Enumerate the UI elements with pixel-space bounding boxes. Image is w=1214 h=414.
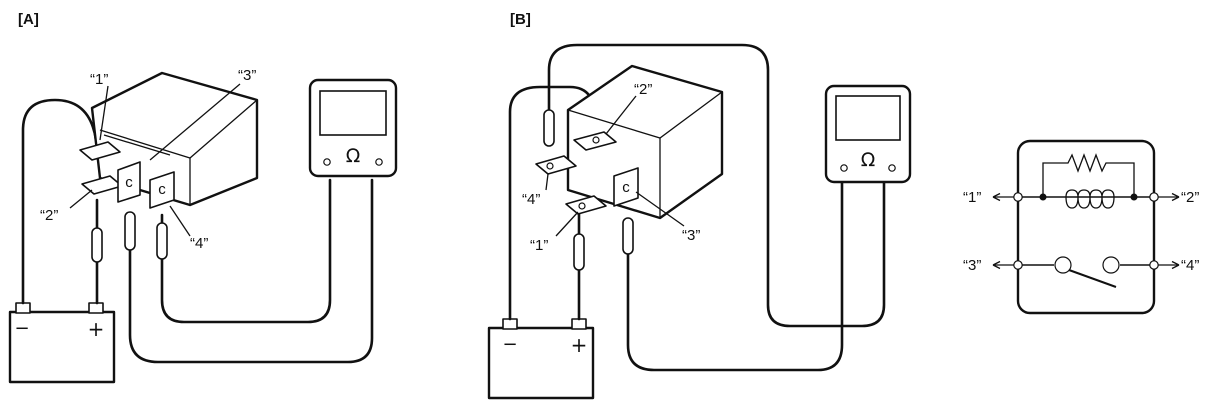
schematic-junction-right [1130, 193, 1138, 201]
panel-a-fuse-4 [156, 222, 168, 260]
panel-b-terminal-1 [565, 195, 607, 215]
relay-schematic: “1” “2” “3” “4” [963, 139, 1199, 315]
panel-b-ohm-symbol: Ω [861, 149, 876, 171]
schematic-label-2: “2” [1181, 189, 1199, 206]
svg-text:c: c [622, 179, 630, 196]
panel-b-label-2: “2” [634, 81, 652, 98]
schematic-switch-contact-left [1054, 256, 1072, 274]
schematic-terminal-1 [1013, 192, 1023, 202]
panel-a: [A] − + c c [8, 11, 398, 384]
panel-b-label-1: “1” [530, 237, 548, 254]
panel-a-battery-neg: − [14, 318, 29, 339]
panel-a-meter-wire-2 [160, 178, 332, 324]
panel-a-ohm-symbol: Ω [346, 145, 361, 167]
panel-a-meter-wire-1 [128, 178, 374, 364]
schematic-terminal-2 [1149, 192, 1159, 202]
schematic-label-1: “1” [963, 189, 981, 206]
panel-a-label-2: “2” [40, 207, 58, 224]
panel-b-terminal-3 [613, 167, 639, 207]
panel-b-battery: − + [487, 318, 595, 400]
panel-a-label-3: “3” [238, 67, 256, 84]
panel-b-fuse-pos [573, 233, 585, 271]
schematic-label-3: “3” [963, 257, 981, 274]
schematic-switch-contact-right [1102, 256, 1120, 274]
panel-a-fuse-pos [91, 227, 103, 263]
panel-a-ohmmeter: Ω [308, 78, 398, 178]
panel-a-label-4: “4” [190, 235, 208, 252]
schematic-resistor [1042, 153, 1135, 197]
panel-a-title: [A] [18, 11, 39, 28]
schematic-junction-left [1039, 193, 1047, 201]
panel-a-label-1: “1” [90, 71, 108, 88]
panel-a-terminal-4 [149, 171, 175, 209]
panel-b-fuse-top [543, 109, 555, 147]
panel-b: [B] − + c [487, 11, 912, 400]
panel-a-battery: − + [8, 302, 116, 384]
svg-text:c: c [158, 181, 166, 198]
panel-b-fuse-3 [622, 217, 634, 255]
panel-b-battery-pos: + [571, 333, 588, 357]
panel-b-meter-wire-2 [626, 176, 844, 372]
panel-b-label-3: “3” [682, 227, 700, 244]
panel-a-battery-pos: + [88, 317, 105, 341]
panel-a-terminal-3 [117, 161, 141, 203]
panel-b-loop-wire [547, 43, 886, 328]
panel-a-terminal-1 [79, 141, 121, 161]
svg-text:c: c [125, 174, 133, 191]
panel-b-relay [566, 64, 724, 220]
panel-a-neg-wire [21, 98, 98, 305]
schematic-label-4: “4” [1181, 257, 1199, 274]
schematic-box [1016, 139, 1156, 315]
schematic-switch-blade [1068, 269, 1117, 288]
schematic-terminal-3 [1013, 260, 1023, 270]
panel-b-title: [B] [510, 11, 531, 28]
panel-a-fuse-3 [124, 211, 136, 251]
panel-b-label-4: “4” [522, 191, 540, 208]
schematic-terminal-4 [1149, 260, 1159, 270]
panel-b-terminal-4 [535, 155, 577, 175]
panel-b-ohmmeter: Ω [824, 84, 912, 184]
panel-b-battery-neg: − [502, 334, 517, 355]
